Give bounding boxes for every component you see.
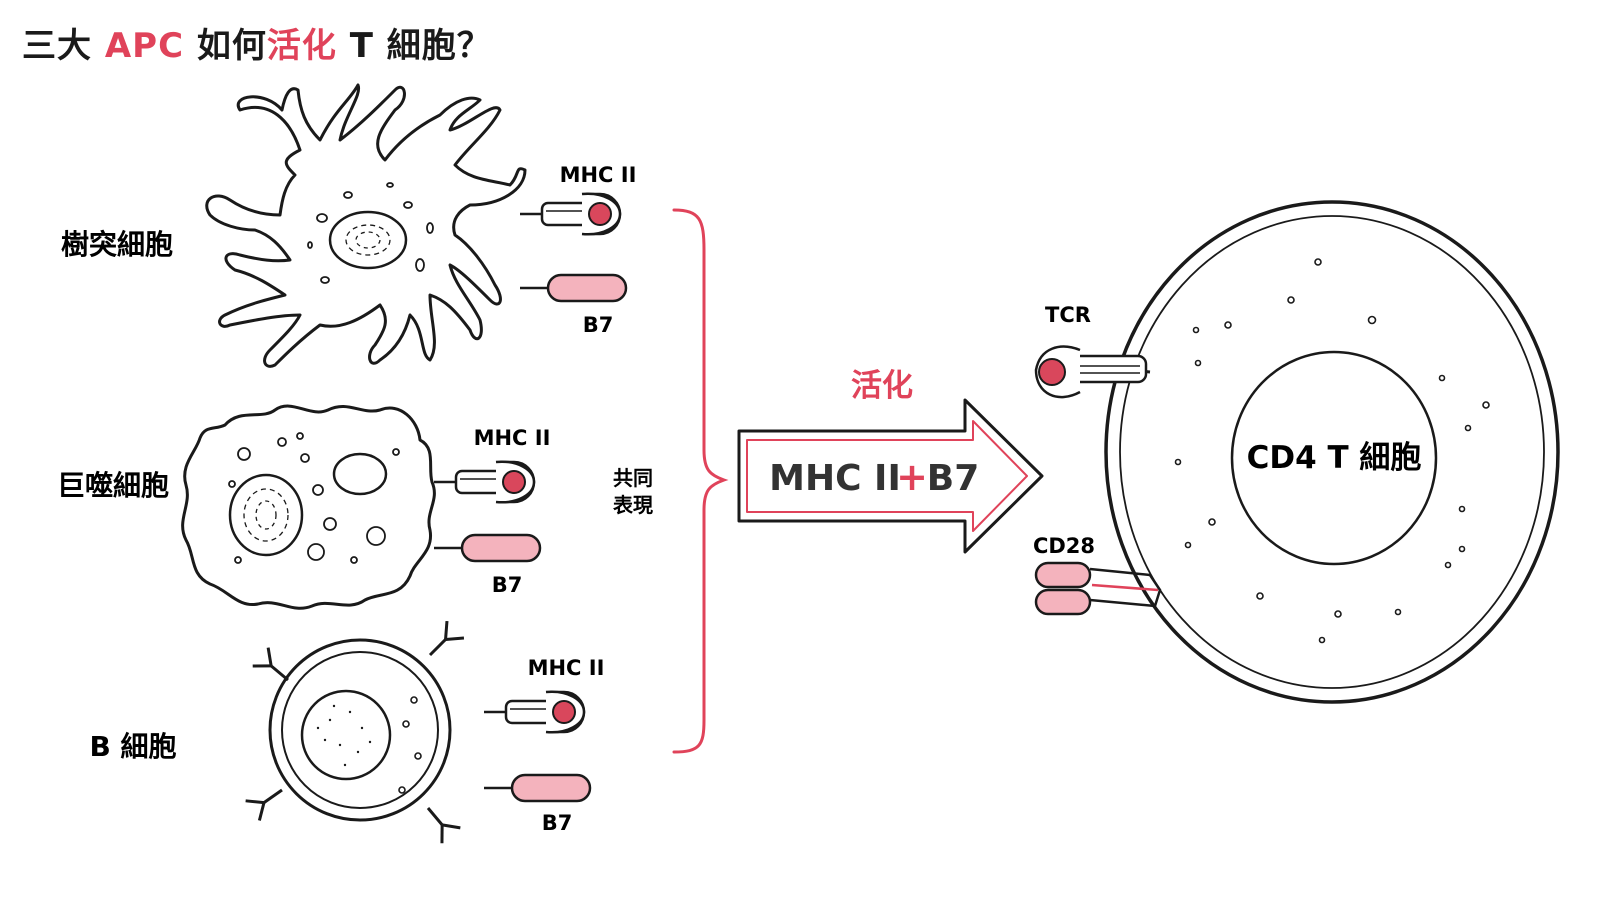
arrow-plus-sign: + [896, 455, 928, 499]
b-cell-antibody-3 [244, 778, 291, 822]
t-cell-nucleus [1230, 350, 1438, 566]
macrophage-b7-label: B7 [492, 573, 523, 597]
cd28-receptor [1034, 561, 1162, 616]
dendritic-mhc-label: MHC II [560, 163, 637, 187]
cd4-t-cell: CD4 T 細胞 TCR CD28 [1033, 200, 1560, 704]
tcr-label: TCR [1045, 303, 1091, 327]
dendritic-cell-label: 樹突細胞 [61, 228, 173, 261]
arrow-mhc-text: MHC II [769, 458, 901, 499]
macrophage-vacuole [332, 452, 388, 496]
macrophage-vesicles [228, 432, 400, 564]
b-cell: MHC II B7 B 細胞 [89, 619, 605, 845]
macrophage-b7-receptor [432, 533, 542, 563]
tcr-receptor [1034, 345, 1151, 399]
b-cell-antibody-1 [420, 619, 466, 665]
macrophage-mhc-label: MHC II [474, 426, 551, 450]
b-cell-mhc-receptor [482, 690, 586, 734]
title-part-activate: 活化 [266, 26, 337, 66]
activation-arrow-inner [746, 420, 1028, 532]
title-part-3: 如何 [184, 26, 267, 66]
page-title: 三大 APC 如何活化 T 細胞？ [22, 18, 492, 67]
dendritic-b7-label: B7 [583, 313, 614, 337]
macrophage: MHC II B7 巨噬細胞 [57, 404, 551, 610]
b-cell-antibody-4 [417, 798, 462, 845]
t-cell-label: CD4 T 細胞 [1247, 440, 1422, 476]
b-cell-nucleus [300, 689, 392, 781]
dendritic-b7-receptor [518, 273, 628, 303]
b-cell-b7-receptor [482, 773, 592, 803]
grouping-bracket [672, 208, 729, 754]
title-part-1: 三大 [22, 26, 105, 66]
dendritic-vesicles [307, 182, 434, 284]
activation-label: 活化 [851, 368, 913, 404]
dendritic-cell: MHC II B7 樹突細胞 [61, 83, 637, 368]
arrow-b7-text: B7 [927, 458, 980, 499]
macrophage-body [181, 404, 436, 610]
b-cell-b7-label: B7 [542, 811, 573, 835]
t-cell-membrane-inner [1119, 215, 1545, 689]
title-part-5: T 細胞？ [336, 26, 492, 66]
cd28-label: CD28 [1033, 534, 1095, 558]
macrophage-nucleus [228, 473, 304, 557]
dendritic-mhc-receptor [518, 192, 622, 236]
t-cell-vesicles [1174, 258, 1490, 644]
title-part-apc: APC [104, 26, 185, 66]
co-expression-line-1: 共同 [613, 466, 653, 490]
b-cell-nucleus-dots [316, 704, 372, 767]
macrophage-cell-label: 巨噬細胞 [57, 469, 169, 502]
b-cell-vesicles [398, 696, 422, 794]
activation-arrow-outer [737, 398, 1044, 554]
co-expression-line-2: 表現 [613, 493, 653, 517]
b-cell-mhc-label: MHC II [528, 656, 605, 680]
dendritic-nucleus [328, 210, 408, 270]
b-cell-label: B 細胞 [89, 730, 176, 763]
macrophage-mhc-receptor [432, 460, 536, 504]
